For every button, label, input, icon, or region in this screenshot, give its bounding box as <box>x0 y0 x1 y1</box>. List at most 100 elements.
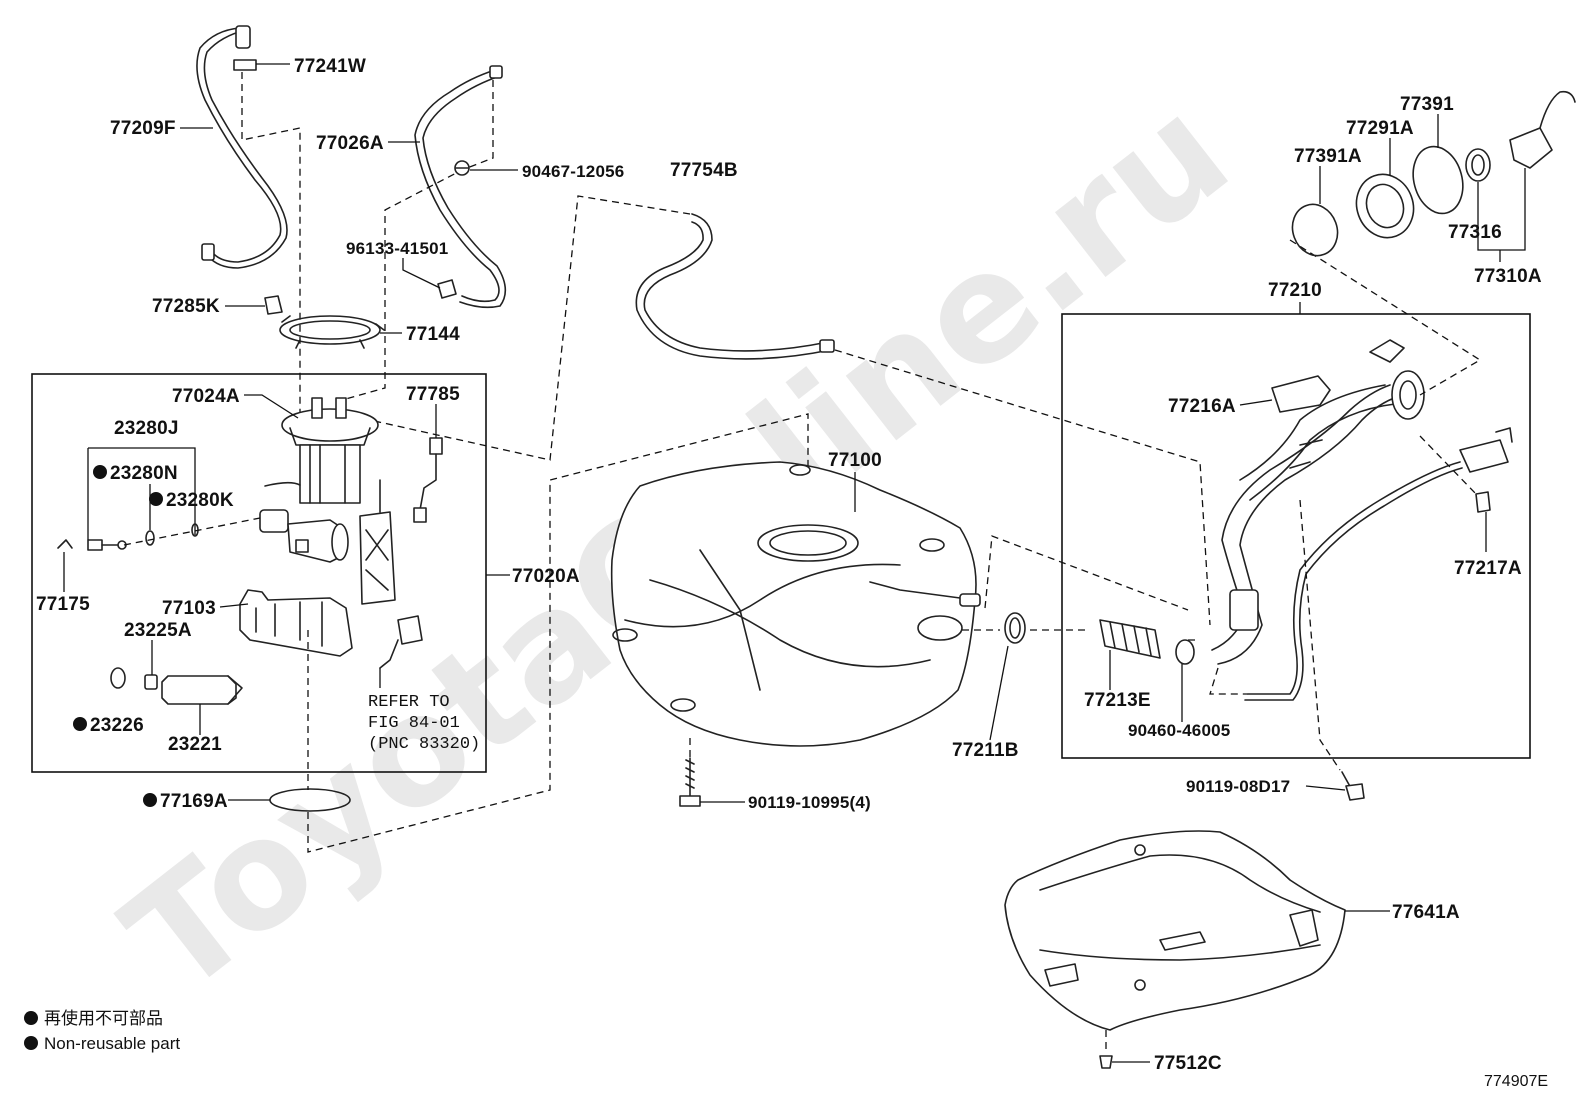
non-reusable-dot <box>143 793 157 807</box>
seal-77291A <box>1355 173 1415 239</box>
ring-77316 <box>1465 148 1491 182</box>
label-77391: 77391 <box>1400 94 1454 115</box>
housing-77103 <box>239 589 353 657</box>
filter-23225A <box>144 674 158 690</box>
label-77020A: 77020A <box>512 566 580 587</box>
label-90467-12056: 90467-12056 <box>522 162 624 181</box>
vent-line <box>1244 427 1513 701</box>
label-77391A: 77391A <box>1294 146 1362 167</box>
housing-77216A <box>1271 375 1331 413</box>
hose-77754B <box>635 213 835 360</box>
legend-dot <box>24 1011 38 1025</box>
label-23280J: 23280J <box>114 418 179 439</box>
cap-clip-top <box>1369 339 1405 363</box>
dash-line <box>369 195 691 461</box>
non-reusable-dot <box>93 465 107 479</box>
leader-23280J <box>88 447 196 535</box>
dash-line <box>307 413 809 853</box>
bracket-77217A <box>1475 491 1491 513</box>
dash-line <box>1209 667 1248 695</box>
label-90460-46005: 90460-46005 <box>1128 721 1230 740</box>
label-77216A: 77216A <box>1168 396 1236 417</box>
clamp-90467 <box>454 160 470 176</box>
clip-77241W <box>233 59 257 71</box>
label-90119-08D17: 90119-08D17 <box>1186 777 1290 796</box>
label-77103: 77103 <box>162 598 216 619</box>
label-77210: 77210 <box>1268 280 1322 301</box>
label-23221: 23221 <box>168 734 222 755</box>
legend-en: Non-reusable part <box>44 1034 180 1053</box>
label-77291A: 77291A <box>1346 118 1414 139</box>
label-77310A: 77310A <box>1474 266 1542 287</box>
leader-77310A <box>1477 168 1526 251</box>
o-ring-77391 <box>1412 145 1464 215</box>
fuel-pump-body <box>259 481 349 563</box>
filter-23280J <box>87 539 127 551</box>
leader-77211B <box>989 645 1009 741</box>
label-77026A: 77026A <box>316 133 384 154</box>
label-77785: 77785 <box>406 384 460 405</box>
filler-pipe-frame <box>1061 313 1531 759</box>
label-77217A: 77217A <box>1454 558 1522 579</box>
protector-77641A <box>1004 830 1346 1031</box>
sender-gauge-77785 <box>413 437 443 523</box>
label-77754B: 77754B <box>670 160 738 181</box>
label-77175: 77175 <box>36 594 90 615</box>
label-77641A: 77641A <box>1392 902 1460 923</box>
leader-77103 <box>219 603 249 608</box>
label-77213E: 77213E <box>1084 690 1151 711</box>
label-77316: 77316 <box>1448 222 1502 243</box>
hose-77209F <box>196 25 288 269</box>
o-ring-77391A <box>1291 203 1339 257</box>
fuel-tank-77100 <box>610 461 981 747</box>
retainer-ring-77144 <box>279 315 385 349</box>
refer-note-line3: (PNC 83320) <box>368 735 480 754</box>
refer-note-line1: REFER TO <box>368 693 450 712</box>
label-77024A: 77024A <box>172 386 240 407</box>
non-reusable-dot <box>73 717 87 731</box>
label-23280N: 23280N <box>110 463 178 484</box>
hose-77213E <box>1099 619 1161 659</box>
connector-refer <box>379 615 423 669</box>
leader-96133 <box>402 258 441 289</box>
bolt-90119-08D17 <box>1341 771 1365 801</box>
clamp-77211B <box>1004 612 1026 644</box>
clamp-90460 <box>1175 639 1195 665</box>
gasket-77285K <box>264 295 283 315</box>
label-77241W: 77241W <box>294 56 366 77</box>
dash-line <box>984 535 1189 611</box>
dash-line <box>1299 499 1341 771</box>
dash-line <box>1419 435 1477 495</box>
hose-77026A <box>414 65 507 309</box>
non-reusable-dot <box>149 492 163 506</box>
clip-77175 <box>57 539 73 549</box>
diagram-code: 774907E <box>1484 1073 1548 1090</box>
label-77211B: 77211B <box>952 740 1019 761</box>
float-arm <box>359 479 396 605</box>
dash-line <box>334 80 494 403</box>
o-ring-23226 <box>110 667 126 689</box>
dash-line <box>241 72 301 420</box>
leader-77024A <box>244 394 299 419</box>
fuel-cap-77310A <box>1509 90 1576 169</box>
label-23225A: 23225A <box>124 620 192 641</box>
leader-90119-08D17 <box>1305 785 1346 791</box>
label-96133-41501: 96133-41501 <box>346 239 448 258</box>
legend-dot <box>24 1036 38 1050</box>
dash-line <box>1289 239 1482 396</box>
fuel-pump-assembly-frame <box>31 373 487 773</box>
filler-pipe-77210 <box>1211 370 1425 665</box>
label-77169A: 77169A <box>160 791 228 812</box>
leader-77216A <box>1239 399 1273 406</box>
pump-module-77024A <box>281 397 379 504</box>
clip-96133 <box>437 279 457 299</box>
label-77100: 77100 <box>828 450 882 471</box>
label-77209F: 77209F <box>110 118 176 139</box>
legend-jp: 再使用不可部品 <box>44 1008 163 1028</box>
label-90119-10995: 90119-10995(4) <box>748 793 871 812</box>
o-ring-23280N <box>145 530 155 546</box>
bolt-90119-10995 <box>679 757 701 807</box>
clip-77512C <box>1099 1055 1113 1069</box>
pump-23221 <box>161 675 243 705</box>
